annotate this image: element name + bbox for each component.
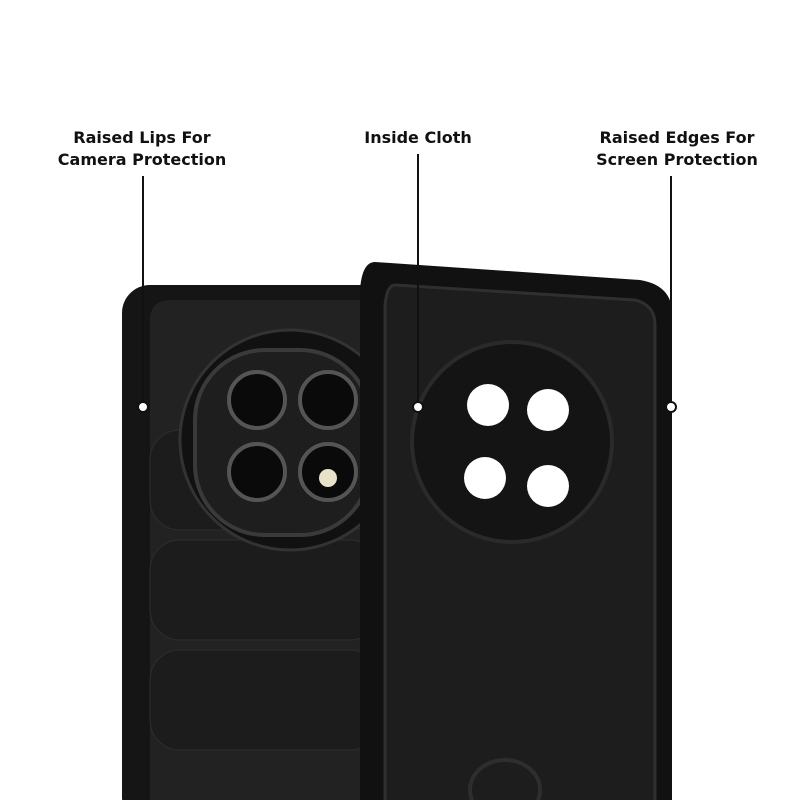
callout-line-left [142,176,144,402]
callout-screen-protection: Raised Edges For Screen Protection [596,128,758,169]
callout-dot-right [665,401,677,413]
callout-line-right [670,176,672,402]
callout-inside-cloth: Inside Cloth [364,128,472,147]
callout-camera-protection: Raised Lips For Camera Protection [57,128,227,169]
camera-lenses [227,370,358,502]
callout-line-center [417,154,419,402]
callout-dot-left [137,401,149,413]
camera-cutouts [464,384,569,507]
phone-case-inside [360,262,672,800]
phone-case-back [122,285,402,800]
callout-dot-center [412,401,424,413]
